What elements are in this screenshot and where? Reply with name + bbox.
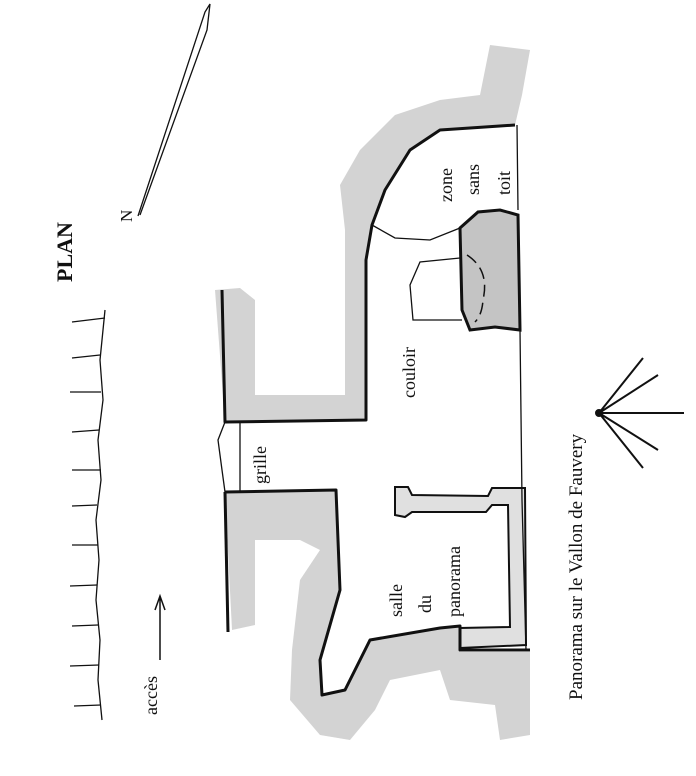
plan-title: PLAN — [52, 222, 77, 282]
north-arrow-icon — [137, 3, 211, 217]
label-du: du — [415, 595, 435, 613]
label-toit: toit — [494, 171, 514, 195]
dark-rock-block — [458, 208, 522, 332]
cliff-edge — [69, 309, 106, 721]
north-label: N — [117, 210, 136, 222]
label-couloir: couloir — [399, 347, 419, 398]
label-salle: salle — [386, 584, 406, 617]
label-grille: grille — [250, 446, 270, 484]
label-acces: accès — [141, 676, 161, 715]
label-panorama-view: Panorama sur le Vallon de Fauvery — [566, 433, 587, 700]
rock-walls — [215, 45, 530, 740]
thin-lines — [217, 124, 527, 651]
label-panorama-room: panorama — [444, 546, 464, 617]
viewpoint-icon — [595, 357, 684, 469]
label-sans: sans — [463, 164, 483, 195]
label-zone: zone — [436, 168, 456, 202]
access-arrow-icon — [154, 593, 166, 660]
